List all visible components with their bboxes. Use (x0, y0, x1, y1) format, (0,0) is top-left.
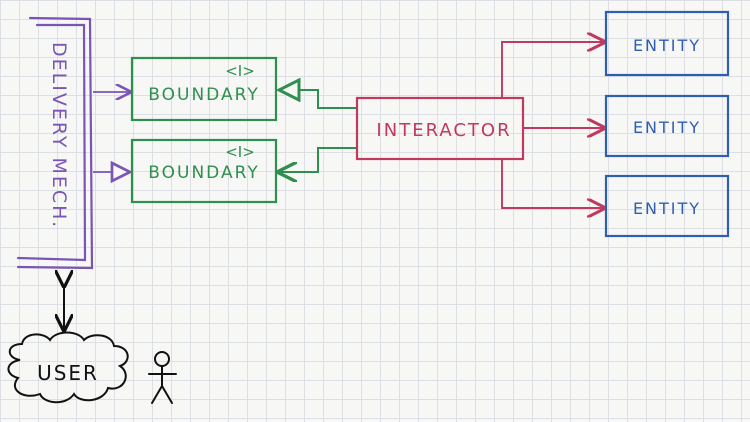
delivery-mechanism-label: DELIVERY MECH. (48, 42, 70, 229)
user-label: USER (37, 361, 99, 385)
delivery-mechanism (16, 16, 94, 270)
entity-box-3: ENTITY (604, 174, 730, 238)
boundary-box-1: <I> BOUNDARY (130, 56, 278, 122)
entity-box-1: ENTITY (604, 10, 730, 77)
user-cloud (7, 331, 129, 404)
interactor-to-entity-arrows (501, 42, 604, 208)
interactor-to-entity-arrow-1 (501, 42, 604, 98)
interactor-label: INTERACTOR (376, 120, 511, 141)
entity-2-label: ENTITY (633, 118, 701, 137)
boundary-1-label: BOUNDARY (148, 85, 259, 105)
interactor-box: INTERACTOR (355, 96, 525, 161)
interactor-to-boundary-arrow-2 (279, 147, 356, 172)
boundary-box-2: <I> BOUNDARY (130, 138, 278, 204)
interactor-to-boundary-arrow-1 (279, 90, 356, 109)
boundary-2-label: BOUNDARY (148, 163, 259, 183)
boundary-1-stereotype: <I> (225, 62, 255, 80)
stick-figure-icon (148, 351, 177, 404)
entity-box-2: ENTITY (604, 94, 730, 158)
entity-1-label: ENTITY (633, 36, 701, 55)
boundary-2-stereotype: <I> (225, 143, 255, 161)
entity-3-label: ENTITY (633, 199, 701, 218)
interactor-to-entity-arrow-3 (501, 159, 604, 208)
